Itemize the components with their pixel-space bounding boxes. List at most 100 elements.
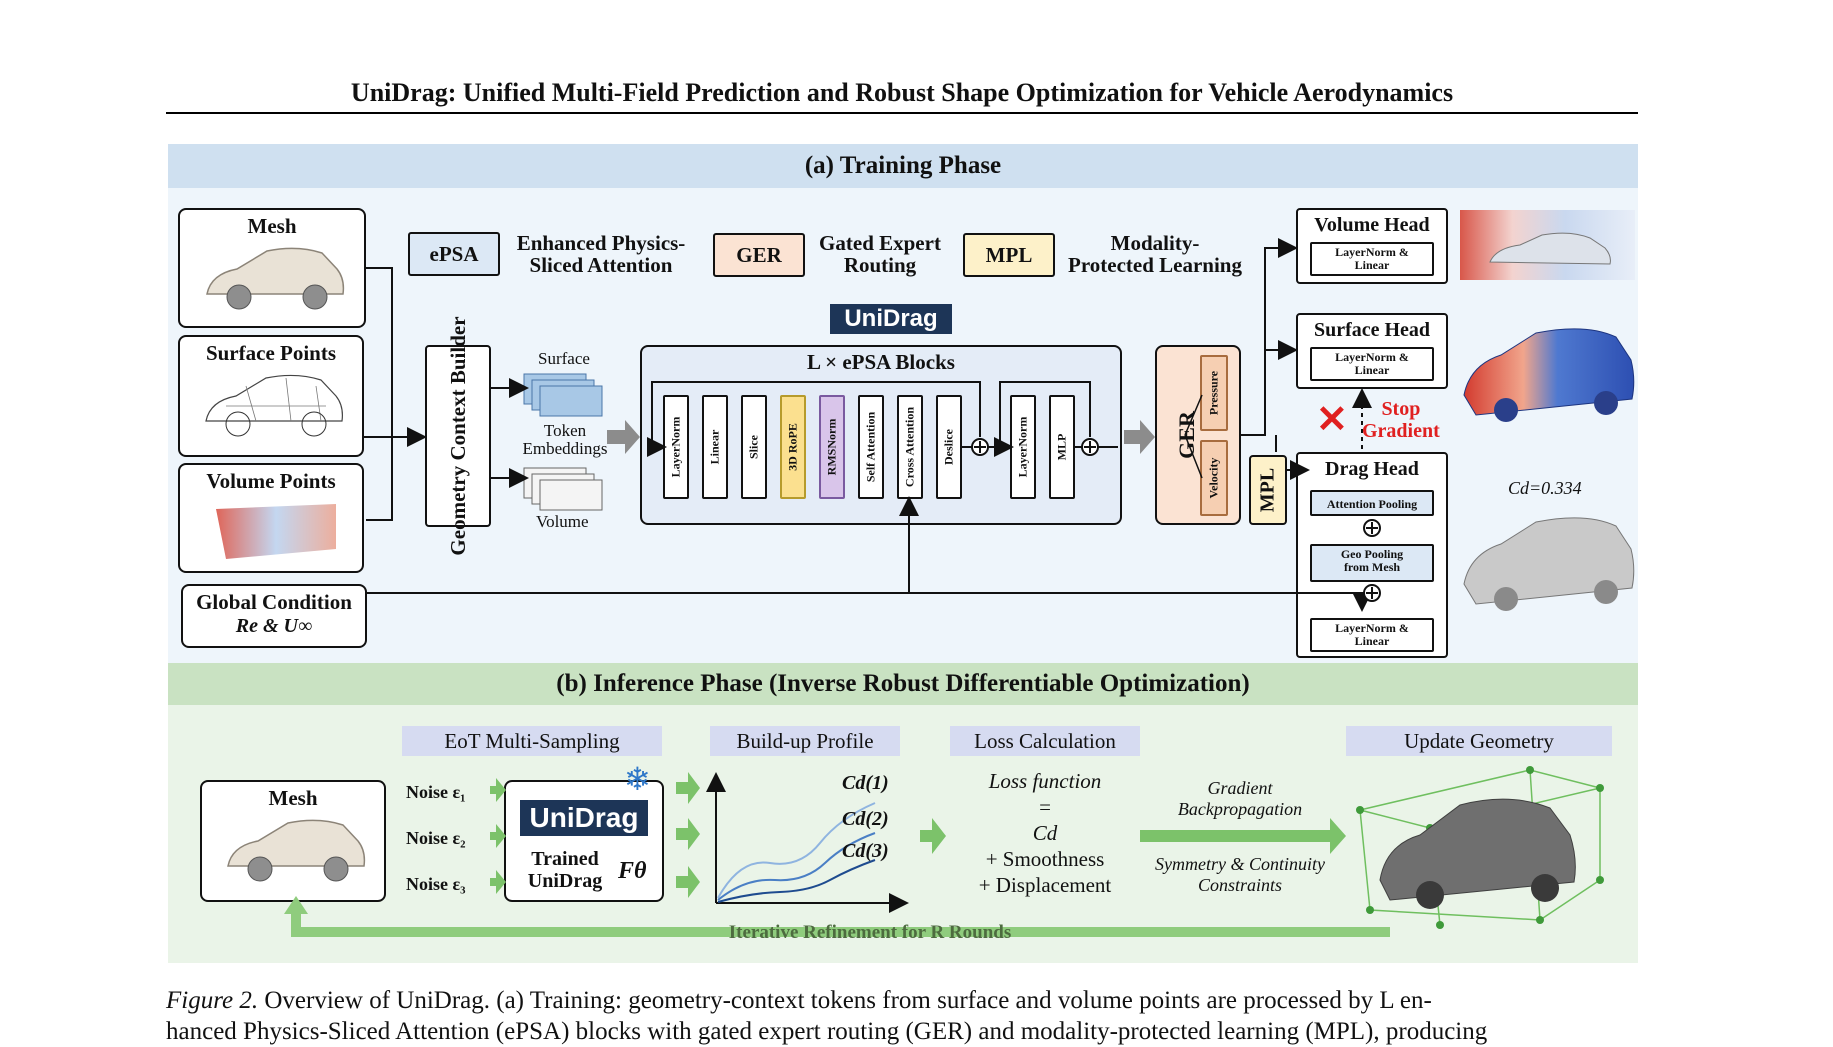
inner-line1: LayerNorm &	[1335, 621, 1409, 635]
symmetry-line1: Symmetry & Continuity	[1155, 854, 1325, 874]
symmetry-text: Symmetry & Continuity Constraints	[1130, 854, 1350, 896]
gradient-line2: Backpropagation	[1177, 799, 1303, 819]
surface-token-stack-icon	[523, 373, 603, 417]
noise-2: Noise ε₂	[406, 828, 466, 848]
volume-head-title: Volume Head	[1314, 214, 1430, 236]
stage-update: Update Geometry	[1346, 726, 1612, 756]
noise-3: Noise ε₃	[406, 874, 466, 894]
volume-token-stack-icon	[523, 467, 603, 511]
layer-layernorm-1: LayerNorm	[663, 395, 689, 499]
f-theta-label: Fθ	[618, 858, 647, 884]
legend-mpl-line2: Protected Learning	[1068, 253, 1242, 277]
legend-epsa-text: Enhanced Physics- Sliced Attention	[506, 232, 696, 276]
loss-line3: Cd	[1032, 821, 1058, 845]
stop-line2: Gradient	[1362, 420, 1440, 442]
layer-deslice: Deslice	[936, 395, 962, 499]
stage-buildup: Build-up Profile	[710, 726, 900, 756]
layer-layernorm-2: LayerNorm	[1010, 395, 1036, 499]
stop-x-icon: ✕	[1316, 399, 1348, 441]
loss-calc-text: Loss function = Cd + Smoothness + Displa…	[950, 768, 1140, 898]
caption-text1: Overview of UniDrag. (a) Training: geome…	[264, 987, 1432, 1014]
global-condition-box: Global Condition Re & U∞	[181, 584, 367, 648]
symmetry-line2: Constraints	[1197, 875, 1283, 895]
trained-unidrag-box: UniDrag Trained UniDrag Fθ	[504, 780, 664, 902]
inner-line1: LayerNorm &	[1335, 350, 1409, 364]
expert-label: Pressure	[1206, 370, 1221, 416]
legend-ger-text: Gated Expert Routing	[810, 232, 950, 276]
surface-token-label: Surface	[538, 349, 590, 368]
gradient-line1: Gradient	[1207, 778, 1273, 798]
curve-label-1: Cd(1)	[842, 772, 889, 794]
legend-ger-line2: Routing	[843, 253, 917, 277]
caption-line2: hanced Physics-Sliced Attention (ePSA) b…	[166, 1018, 1488, 1045]
surface-head-title: Surface Head	[1313, 319, 1431, 341]
epsa-blocks-title: L × ePSA Blocks	[807, 350, 955, 374]
inference-mesh-label: Mesh	[268, 786, 318, 810]
loss-line5: + Displacement	[978, 873, 1112, 897]
layer-linear: Linear	[702, 395, 728, 499]
unidrag-logo: UniDrag	[830, 304, 952, 334]
global-condition-sub: Re & U∞	[235, 615, 313, 637]
layer-cross-attention: Cross Attention	[897, 395, 923, 499]
token-embeddings-label: Token Embeddings	[520, 422, 610, 458]
expert-label: Velocity	[1206, 457, 1221, 499]
trained-line1: Trained	[531, 848, 599, 870]
global-condition-label: Global Condition	[196, 590, 352, 614]
cd-value: Cd=0.334	[1508, 478, 1582, 498]
legend-epsa-line2: Sliced Attention	[529, 253, 673, 277]
iterative-refinement-label: Iterative Refinement for R Rounds	[728, 922, 1012, 943]
expert-pressure: Pressure	[1200, 355, 1228, 431]
figure-caption: Figure 2. Overview of UniDrag. (a) Train…	[166, 985, 1638, 1047]
layer-label: MLP	[1054, 433, 1069, 461]
legend-mpl-text: Modality- Protected Learning	[1060, 232, 1250, 276]
surface-head-inner: LayerNorm &Linear	[1310, 347, 1434, 381]
layer-label: 3D RoPE	[785, 423, 800, 471]
gcb-label: Geometry Context Builder	[446, 316, 470, 556]
inference-car-icon	[227, 819, 366, 882]
layer-mlp: MLP	[1049, 395, 1075, 499]
layer-label: LayerNorm	[1015, 416, 1030, 478]
layer-label: Deslice	[941, 429, 956, 465]
layer-self-attention: Self Attention	[858, 395, 884, 499]
training-title: (a) Training Phase	[168, 144, 1638, 188]
layer-rmsnorm: RMSNorm	[819, 395, 845, 499]
surface-head-box: Surface Head LayerNorm &Linear	[1296, 313, 1448, 389]
car-mesh-icon	[206, 247, 345, 310]
legend-epsa-box: ePSA	[408, 232, 500, 276]
legend-ger-line1: Gated Expert	[819, 231, 941, 255]
trained-line2: UniDrag	[527, 870, 603, 892]
legend-mpl-box: MPL	[963, 233, 1055, 277]
layer-3d-rope: 3D RoPE	[780, 395, 806, 499]
header-rule	[166, 112, 1638, 114]
stop-gradient-label: Stop Gradient	[1362, 398, 1440, 442]
geometry-context-builder: Geometry Context Builder	[425, 316, 491, 556]
surface-points-label: Surface Points	[205, 341, 337, 365]
caption-label: Figure 2.	[166, 987, 259, 1014]
volume-head-box: Volume Head LayerNorm &Linear	[1296, 208, 1448, 284]
loss-line2: =	[1039, 795, 1051, 819]
layer-label: Linear	[707, 429, 722, 465]
loss-line4: + Smoothness	[985, 847, 1105, 871]
inference-title: (b) Inference Phase (Inverse Robust Diff…	[168, 663, 1638, 705]
layer-label: Slice	[746, 435, 761, 459]
surface-points-box: Surface Points	[178, 335, 364, 457]
expert-velocity: Velocity	[1200, 440, 1228, 516]
update-geometry-image	[1356, 766, 1604, 929]
layer-label: RMSNorm	[824, 418, 839, 476]
layer-label: Cross Attention	[902, 406, 917, 488]
stop-line1: Stop	[1381, 398, 1421, 420]
volume-field-icon	[216, 504, 336, 559]
drag-car-image	[1463, 517, 1635, 611]
gradient-text: Gradient Backpropagation	[1140, 778, 1340, 820]
trained-label: Trained UniDrag	[520, 848, 610, 892]
inner-line2: Linear	[1354, 258, 1390, 272]
inner-line1: Geo Pooling	[1340, 547, 1404, 561]
inner-line2: Linear	[1354, 634, 1390, 648]
snowflake-icon: ❄	[624, 761, 651, 797]
layer-slice: Slice	[741, 395, 767, 499]
ger-label: GER	[1173, 411, 1199, 459]
curve-label-2: Cd(2)	[842, 808, 889, 830]
loss-line1: Loss function	[988, 769, 1102, 793]
attention-pooling-box: Attention Pooling	[1310, 490, 1434, 516]
